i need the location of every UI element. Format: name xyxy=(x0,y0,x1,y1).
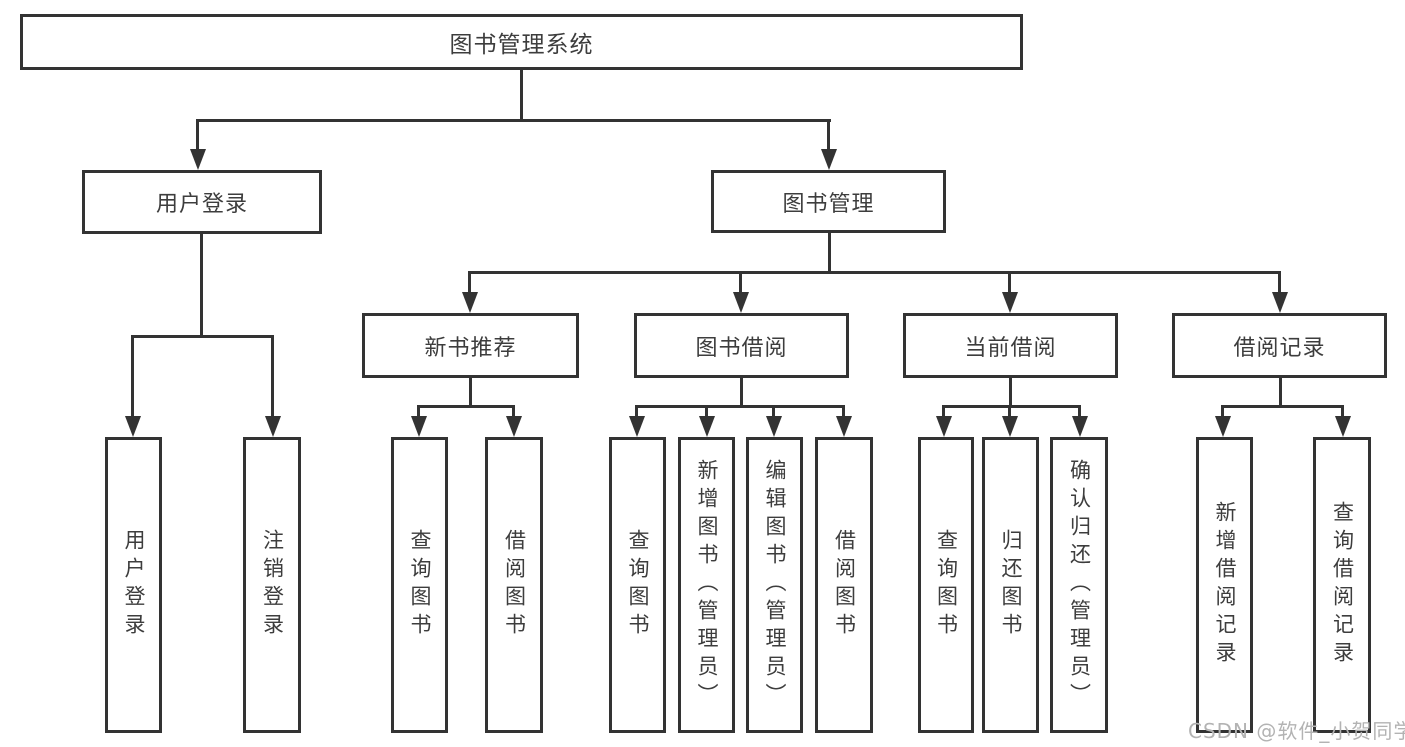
node-label: 查询图书 xyxy=(626,529,650,641)
connector-line xyxy=(943,405,1081,408)
arrow-down-icon xyxy=(766,416,782,437)
node-leaf-confirm-return-admin: 确认归还（管理员） xyxy=(1050,437,1108,733)
arrow-down-icon xyxy=(190,149,206,170)
connector-line xyxy=(132,335,273,338)
connector-line xyxy=(1278,271,1281,297)
arrow-down-icon xyxy=(506,416,522,437)
node-book-management: 图书管理 xyxy=(711,170,946,233)
connector-line xyxy=(520,70,523,121)
connector-line xyxy=(512,405,515,421)
node-label: 借阅记录 xyxy=(1233,335,1326,361)
connector-line xyxy=(1009,377,1012,407)
node-borrowing-records: 借阅记录 xyxy=(1172,313,1387,378)
connector-line xyxy=(469,378,472,408)
node-book-borrowing: 图书借阅 xyxy=(634,313,849,378)
node-new-book-recommendation: 新书推荐 xyxy=(362,313,579,378)
connector-line xyxy=(418,405,515,408)
node-leaf-borrow-books: 借阅图书 xyxy=(485,437,543,733)
node-leaf-query-books: 查询图书 xyxy=(609,437,666,733)
connector-line xyxy=(635,405,638,421)
node-label: 借阅图书 xyxy=(502,529,527,641)
connector-line xyxy=(842,405,845,421)
connector-line xyxy=(1008,405,1011,421)
connector-line xyxy=(271,335,274,421)
connector-line xyxy=(200,234,203,336)
node-label: 新书推荐 xyxy=(424,335,517,361)
connector-line xyxy=(1008,271,1011,297)
arrow-down-icon xyxy=(265,416,281,437)
arrow-down-icon xyxy=(1215,416,1231,437)
arrow-down-icon xyxy=(1272,292,1288,313)
connector-line xyxy=(827,119,830,154)
node-leaf-add-borrow-record: 新增借阅记录 xyxy=(1196,437,1253,733)
connector-line xyxy=(942,405,945,421)
connector-line xyxy=(772,405,775,421)
connector-line xyxy=(469,271,1281,274)
node-label: 用户登录 xyxy=(155,192,248,217)
connector-line xyxy=(739,271,742,297)
node-label: 当前借阅 xyxy=(964,335,1057,361)
arrow-down-icon xyxy=(629,416,645,437)
node-label: 查询图书 xyxy=(408,529,432,641)
node-label: 确认归还（管理员） xyxy=(1067,459,1092,711)
connector-line xyxy=(1078,405,1081,421)
node-leaf-borrow-books: 借阅图书 xyxy=(815,437,873,733)
connector-line xyxy=(417,405,420,421)
node-label: 查询借阅记录 xyxy=(1330,501,1355,669)
connector-line xyxy=(131,335,134,421)
watermark: CSDN @软件_小贺同学 xyxy=(1188,719,1405,743)
node-leaf-query-borrow-record: 查询借阅记录 xyxy=(1313,437,1371,733)
node-user-login: 用户登录 xyxy=(82,170,322,234)
node-label: 图书管理 xyxy=(782,191,875,217)
arrow-down-icon xyxy=(1002,292,1018,313)
connector-line xyxy=(1221,405,1224,421)
node-label: 新增借阅记录 xyxy=(1213,501,1237,669)
node-leaf-query-books: 查询图书 xyxy=(918,437,974,733)
node-label: 编辑图书（管理员） xyxy=(763,459,787,711)
node-leaf-query-books: 查询图书 xyxy=(391,437,448,733)
node-leaf-edit-books-admin: 编辑图书（管理员） xyxy=(746,437,803,733)
connector-line xyxy=(636,405,844,408)
node-library-management-system: 图书管理系统 xyxy=(20,14,1023,70)
node-label: 图书借阅 xyxy=(695,335,788,361)
arrow-down-icon xyxy=(936,416,952,437)
connector-line xyxy=(1341,405,1344,421)
node-leaf-user-login: 用户登录 xyxy=(105,437,162,733)
node-current-borrowing: 当前借阅 xyxy=(903,313,1118,378)
node-label: 借阅图书 xyxy=(832,529,857,641)
node-leaf-return-books: 归还图书 xyxy=(982,437,1039,733)
node-label: 归还图书 xyxy=(999,529,1023,641)
node-label: 新增图书（管理员） xyxy=(695,459,719,711)
node-leaf-add-books-admin: 新增图书（管理员） xyxy=(678,437,735,733)
arrow-down-icon xyxy=(125,416,141,437)
connector-line xyxy=(740,377,743,407)
arrow-down-icon xyxy=(836,416,852,437)
arrow-down-icon xyxy=(1072,416,1088,437)
arrow-down-icon xyxy=(462,292,478,313)
connector-line xyxy=(705,405,708,421)
connector-line xyxy=(1222,405,1344,408)
connector-line xyxy=(1279,375,1282,407)
arrow-down-icon xyxy=(733,292,749,313)
connector-line xyxy=(828,233,831,273)
node-label: 图书管理系统 xyxy=(449,32,594,58)
arrow-down-icon xyxy=(699,416,715,437)
node-label: 注销登录 xyxy=(260,529,285,641)
node-label: 用户登录 xyxy=(122,529,146,641)
node-leaf-logout: 注销登录 xyxy=(243,437,301,733)
connector-line xyxy=(468,271,471,297)
arrow-down-icon xyxy=(1335,416,1351,437)
arrow-down-icon xyxy=(1002,416,1018,437)
arrow-down-icon xyxy=(821,149,837,170)
arrow-down-icon xyxy=(411,416,427,437)
node-label: 查询图书 xyxy=(934,529,959,641)
connector-line xyxy=(196,119,199,154)
connector-line xyxy=(197,119,831,122)
